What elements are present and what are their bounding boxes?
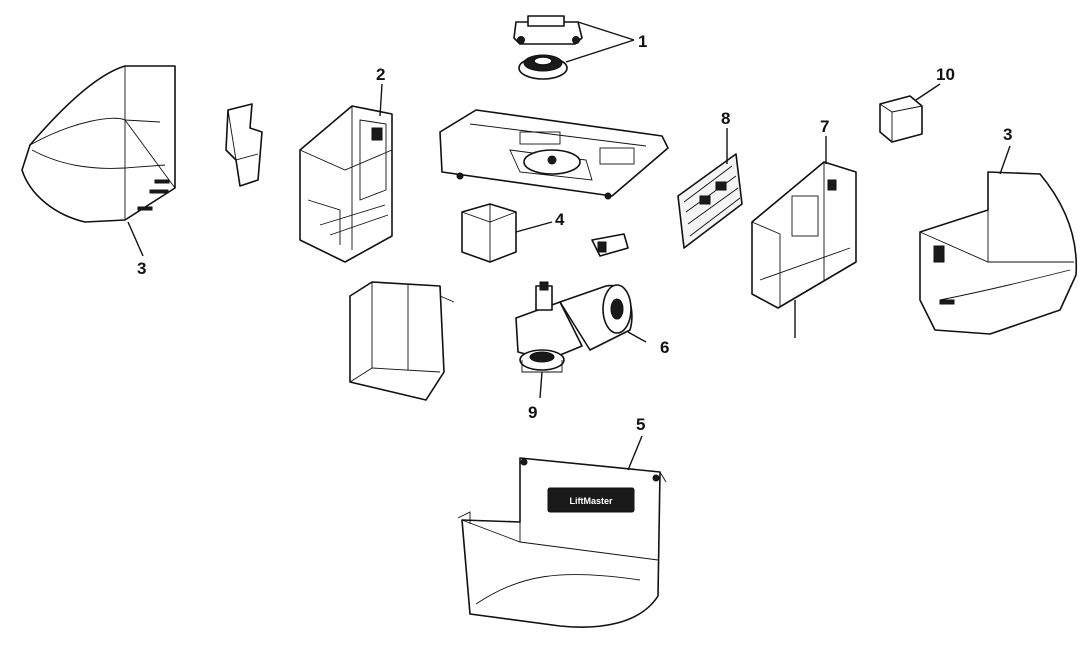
- light-lens: [879, 95, 923, 143]
- callout-1: 1: [638, 32, 647, 51]
- callout-3-right: 3: [1003, 125, 1012, 144]
- limit-switch: [591, 233, 629, 257]
- end-cover-right: [919, 171, 1078, 335]
- callout-3-left: 3: [137, 259, 146, 278]
- motor-assembly: [515, 281, 633, 361]
- callout-6: 6: [660, 338, 669, 357]
- rail-bracket: [349, 281, 455, 401]
- housing-right: [751, 161, 857, 338]
- callout-8: 8: [721, 109, 730, 128]
- housing-left: [299, 105, 393, 263]
- end-cover-left: [21, 65, 176, 223]
- sprocket-assembly: [513, 15, 583, 80]
- callout-10: 10: [936, 65, 955, 84]
- light-socket-bracket: [461, 203, 517, 263]
- brand-logo: LiftMaster: [569, 496, 613, 506]
- mounting-bracket: [225, 103, 263, 187]
- callout-2: 2: [376, 65, 385, 84]
- logic-board: [677, 153, 743, 249]
- leader-lines: [127, 21, 1011, 471]
- callout-4: 4: [555, 210, 565, 229]
- light-cover: LiftMaster: [457, 457, 667, 628]
- callout-5: 5: [636, 415, 645, 434]
- drive-gear: [519, 349, 565, 373]
- callout-7: 7: [820, 117, 829, 136]
- callout-9: 9: [528, 403, 537, 422]
- chassis-plate: [439, 109, 669, 200]
